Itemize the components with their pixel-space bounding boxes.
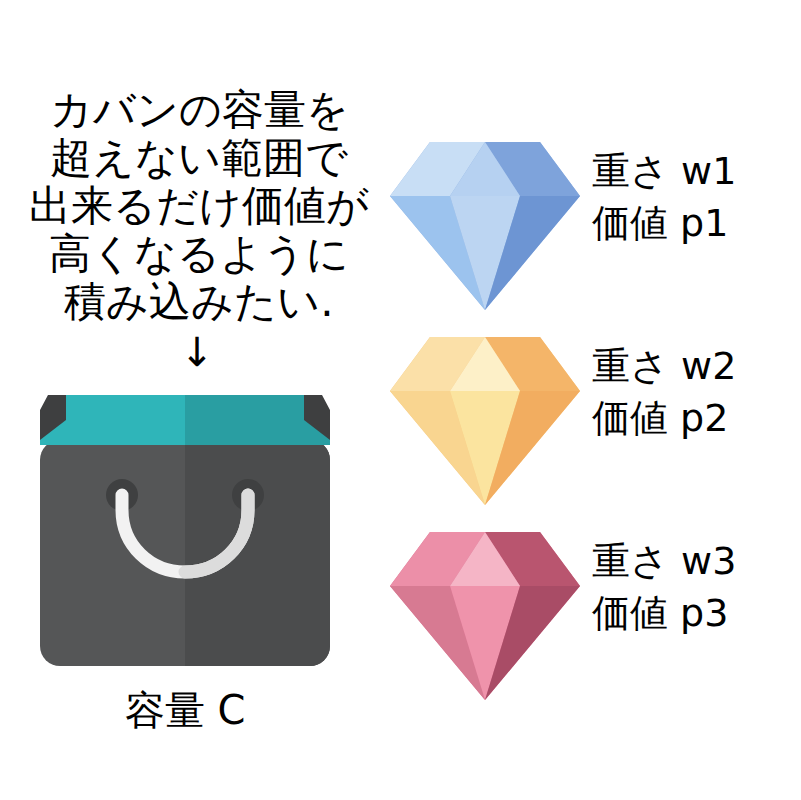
value-label: 価値 p2 (592, 395, 728, 441)
bag-icon (40, 395, 330, 666)
gem-blue (390, 142, 580, 310)
weight-label: 重さ w1 (592, 148, 736, 194)
value-label: 価値 p3 (592, 590, 728, 636)
weight-label: 重さ w2 (592, 343, 736, 389)
gem-pink (390, 532, 580, 700)
capacity-label: 容量 C (125, 686, 246, 734)
value-label: 価値 p1 (592, 200, 728, 246)
weight-label: 重さ w3 (592, 538, 736, 584)
down-arrow: ↓ (180, 328, 214, 376)
gem-orange (390, 337, 580, 505)
instruction-text: カバンの容量を 超えない範囲で 出来るだけ価値が 高くなるように 積み込みたい. (4, 86, 394, 326)
